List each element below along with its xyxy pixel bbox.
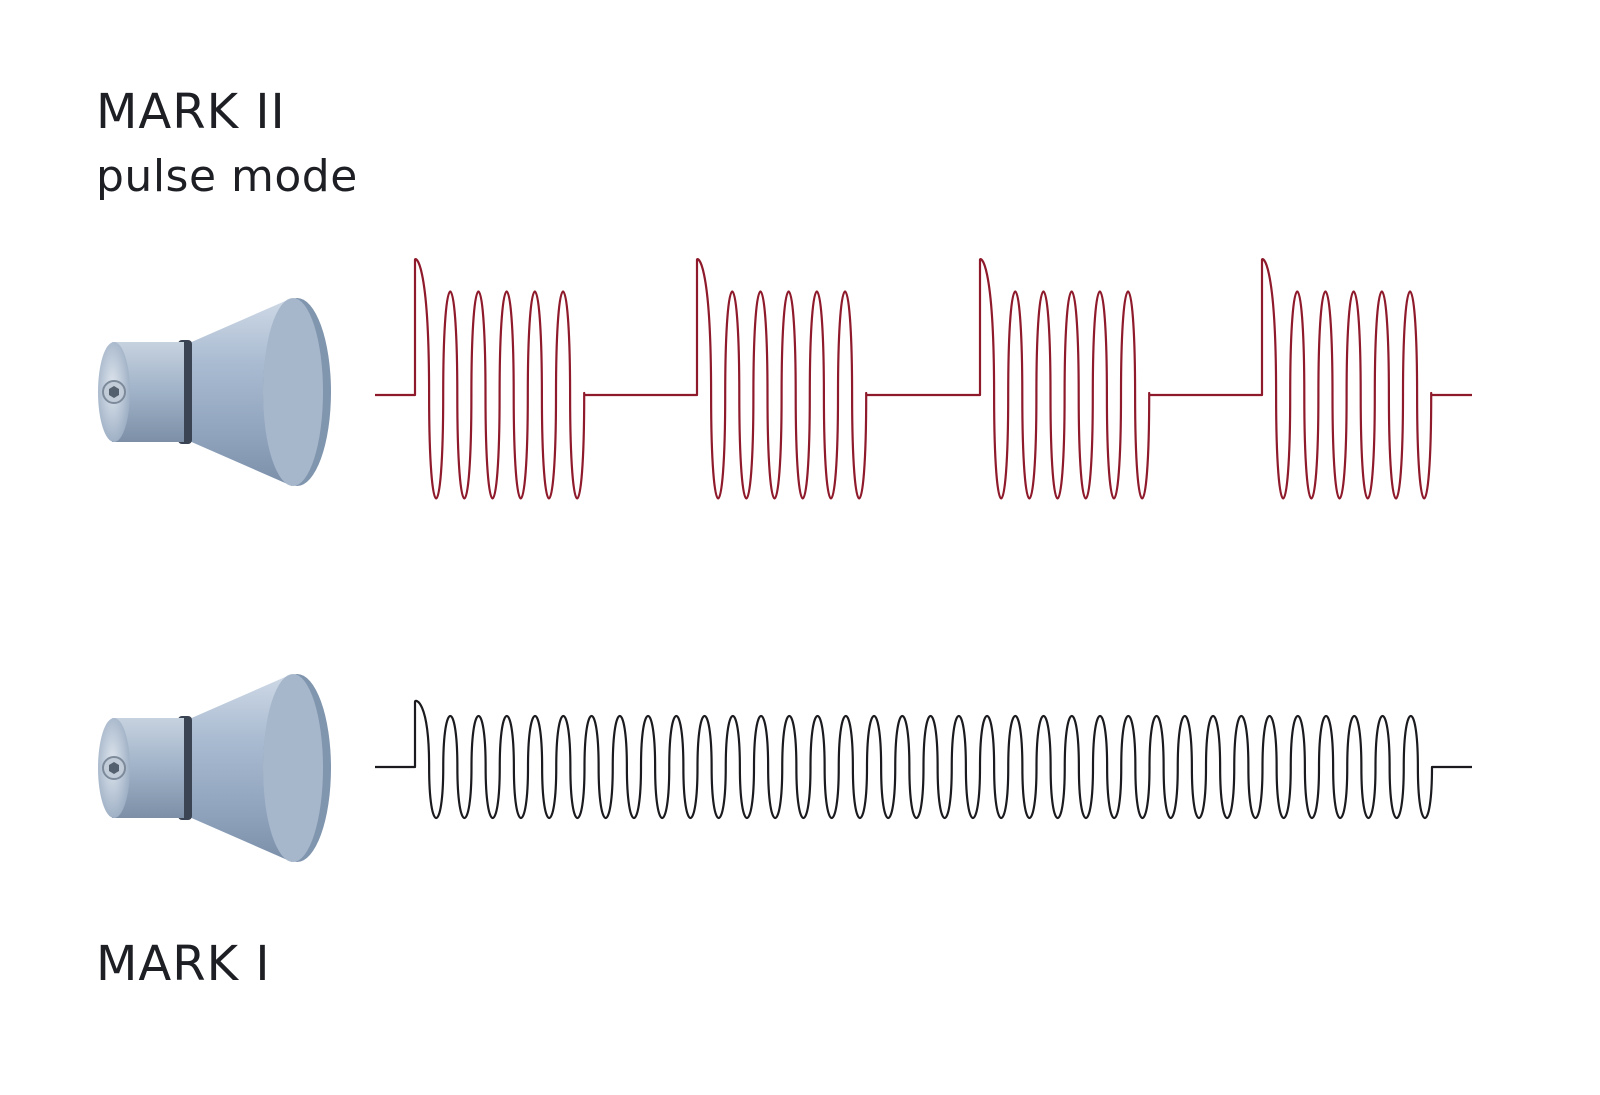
ultrasound-transducer-icon <box>98 674 331 862</box>
ultrasound-transducer-icon <box>98 298 331 486</box>
mark-i-title: MARK I <box>96 936 271 992</box>
pulsed-waveform <box>375 258 1472 500</box>
mark-ii-title: MARK II <box>96 84 286 140</box>
pulse-mode-subtitle: pulse mode <box>96 151 358 202</box>
continuous-waveform <box>375 699 1472 819</box>
